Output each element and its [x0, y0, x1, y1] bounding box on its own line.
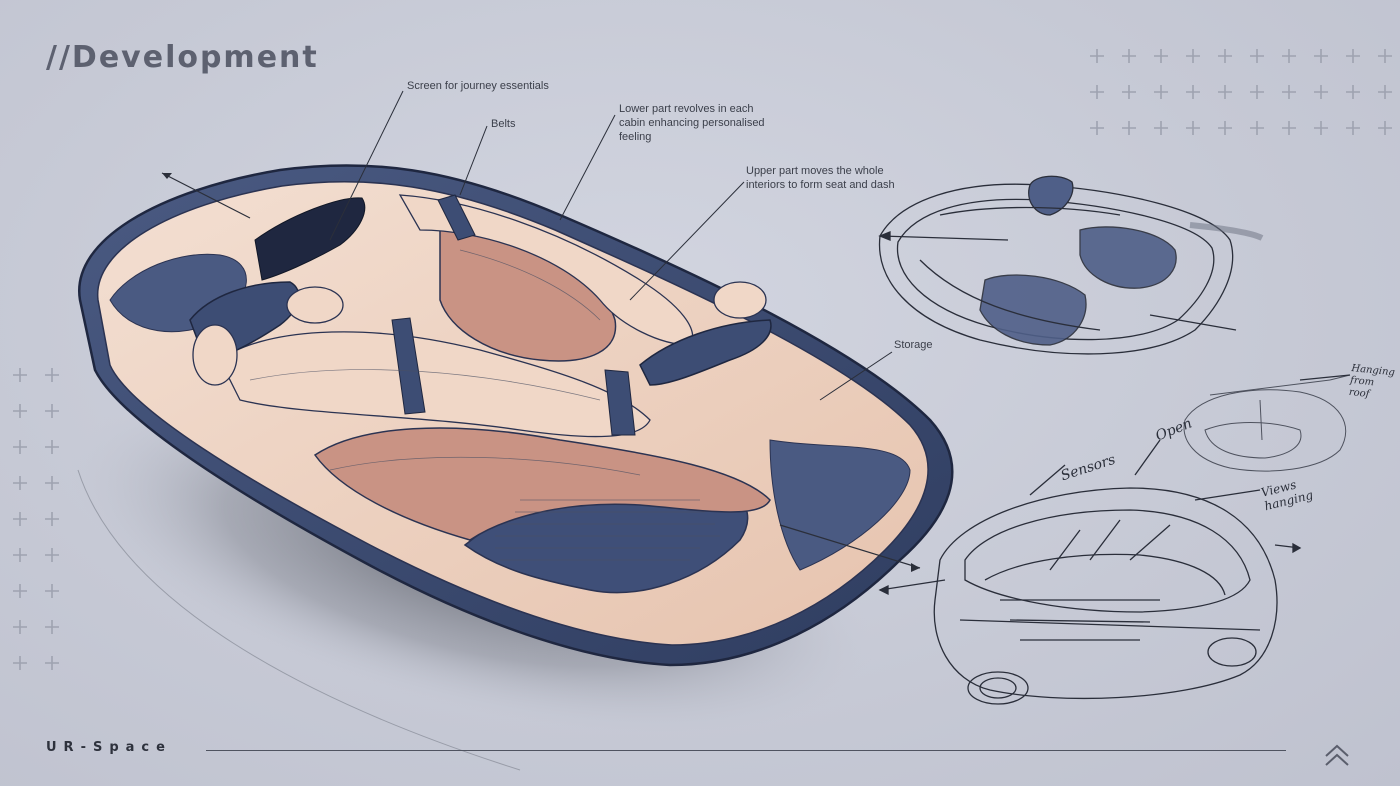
slide-title: //Development	[46, 40, 319, 75]
double-chevron-up-icon	[1325, 744, 1349, 766]
pod-interior-sketch	[78, 164, 954, 667]
callout-lower-part: Lower part revolves in each cabin enhanc…	[619, 103, 765, 143]
plus-grid-left-icon	[13, 368, 59, 670]
callout-leaders	[329, 90, 893, 401]
callout-upper-part: Upper part moves the whole interiors to …	[746, 165, 895, 191]
car-sketch	[878, 374, 1351, 705]
plus-grid-top-right-icon	[1090, 49, 1392, 135]
callout-screen: Screen for journey essentials	[407, 80, 549, 92]
footer-divider	[206, 750, 1286, 751]
note-hanging-from-roof: Hanging from roof	[1348, 363, 1396, 400]
brand-wordmark: UR-Space	[46, 740, 172, 755]
callout-storage: Storage	[894, 339, 933, 351]
interior-glimpse-sketch	[1183, 374, 1351, 472]
callout-belts: Belts	[491, 118, 516, 130]
pod-topview-sketch	[878, 175, 1264, 355]
